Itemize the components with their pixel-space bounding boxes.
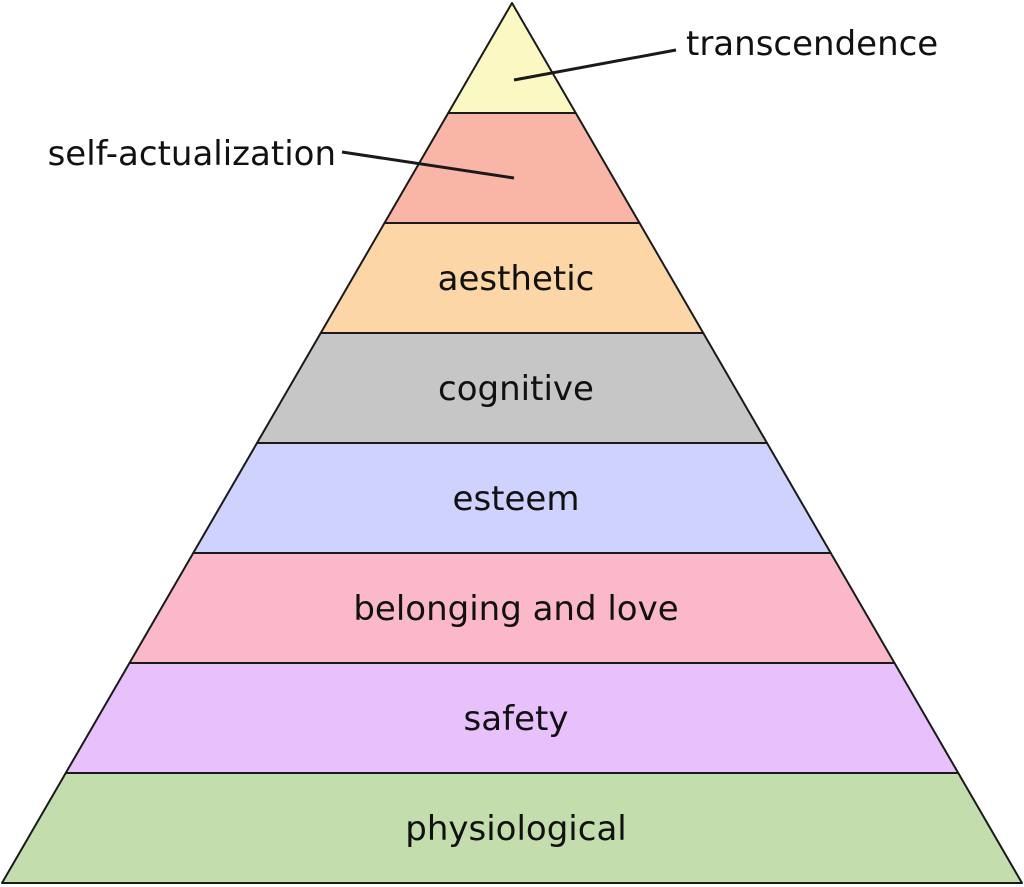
transcendence-callout-line	[513, 48, 677, 82]
level-label-safety: safety	[464, 699, 569, 739]
transcendence-label: transcendence	[686, 24, 938, 64]
self-actualization-label: self-actualization	[48, 134, 336, 174]
level-label-physiological: physiological	[405, 809, 626, 849]
level-label-esteem: esteem	[453, 479, 580, 519]
level-label-cognitive: cognitive	[438, 369, 594, 409]
callouts: transcendence self-actualization	[48, 24, 938, 180]
level-label-belonging-and-love: belonging and love	[353, 589, 678, 629]
level-band-physiological	[1, 772, 1023, 884]
level-band-transcendence	[447, 2, 577, 114]
level-band-self-actualization	[383, 112, 641, 224]
level-label-aesthetic: aesthetic	[438, 259, 595, 299]
self-actualization-callout-line	[341, 150, 515, 180]
